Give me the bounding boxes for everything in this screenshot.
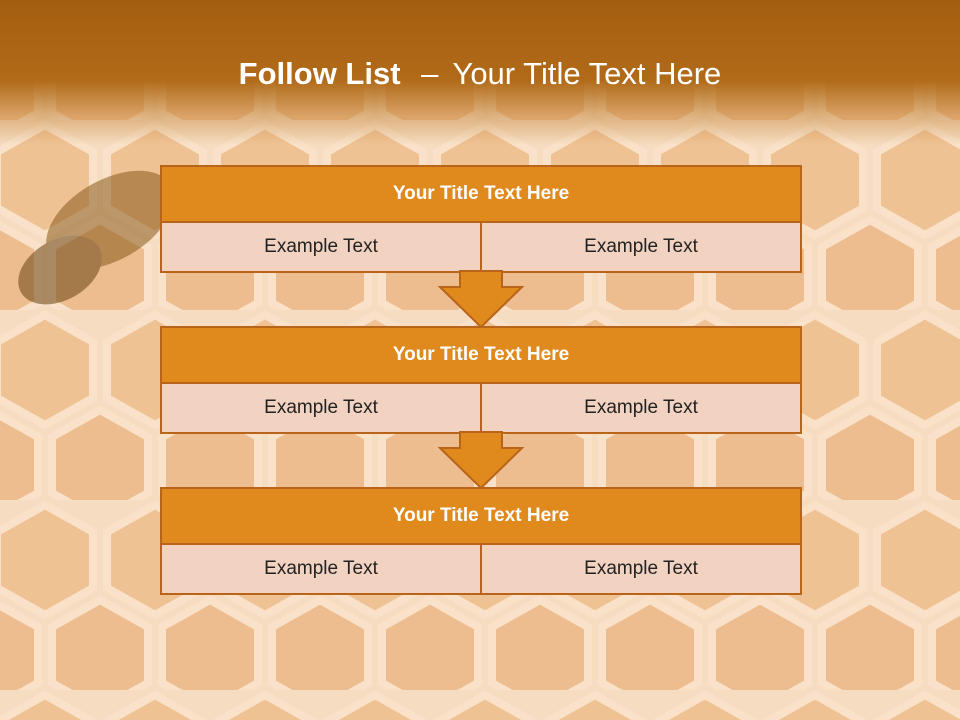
follow-block-2: Your Title Text Here Example Text Exampl… xyxy=(160,326,802,434)
title-bold: Follow List xyxy=(238,56,401,91)
title-dash: – xyxy=(421,56,439,91)
block-row: Example Text Example Text xyxy=(162,545,800,593)
follow-block-3: Your Title Text Here Example Text Exampl… xyxy=(160,487,802,595)
follow-block-1: Your Title Text Here Example Text Exampl… xyxy=(160,165,802,273)
block-cell-left: Example Text xyxy=(162,384,480,432)
header-band xyxy=(0,0,960,145)
block-cell-right: Example Text xyxy=(480,223,800,271)
bee-figure xyxy=(18,170,174,305)
block-title: Your Title Text Here xyxy=(162,489,800,545)
block-row: Example Text Example Text xyxy=(162,223,800,271)
down-arrow-icon xyxy=(438,270,524,328)
block-row: Example Text Example Text xyxy=(162,384,800,432)
block-cell-right: Example Text xyxy=(480,384,800,432)
block-cell-right: Example Text xyxy=(480,545,800,593)
block-title: Your Title Text Here xyxy=(162,167,800,223)
down-arrow-icon xyxy=(438,431,524,489)
title-rest: Your Title Text Here xyxy=(452,56,722,91)
block-cell-left: Example Text xyxy=(162,223,480,271)
slide-title: Follow List – Your Title Text Here xyxy=(0,54,960,94)
block-title: Your Title Text Here xyxy=(162,328,800,384)
block-cell-left: Example Text xyxy=(162,545,480,593)
